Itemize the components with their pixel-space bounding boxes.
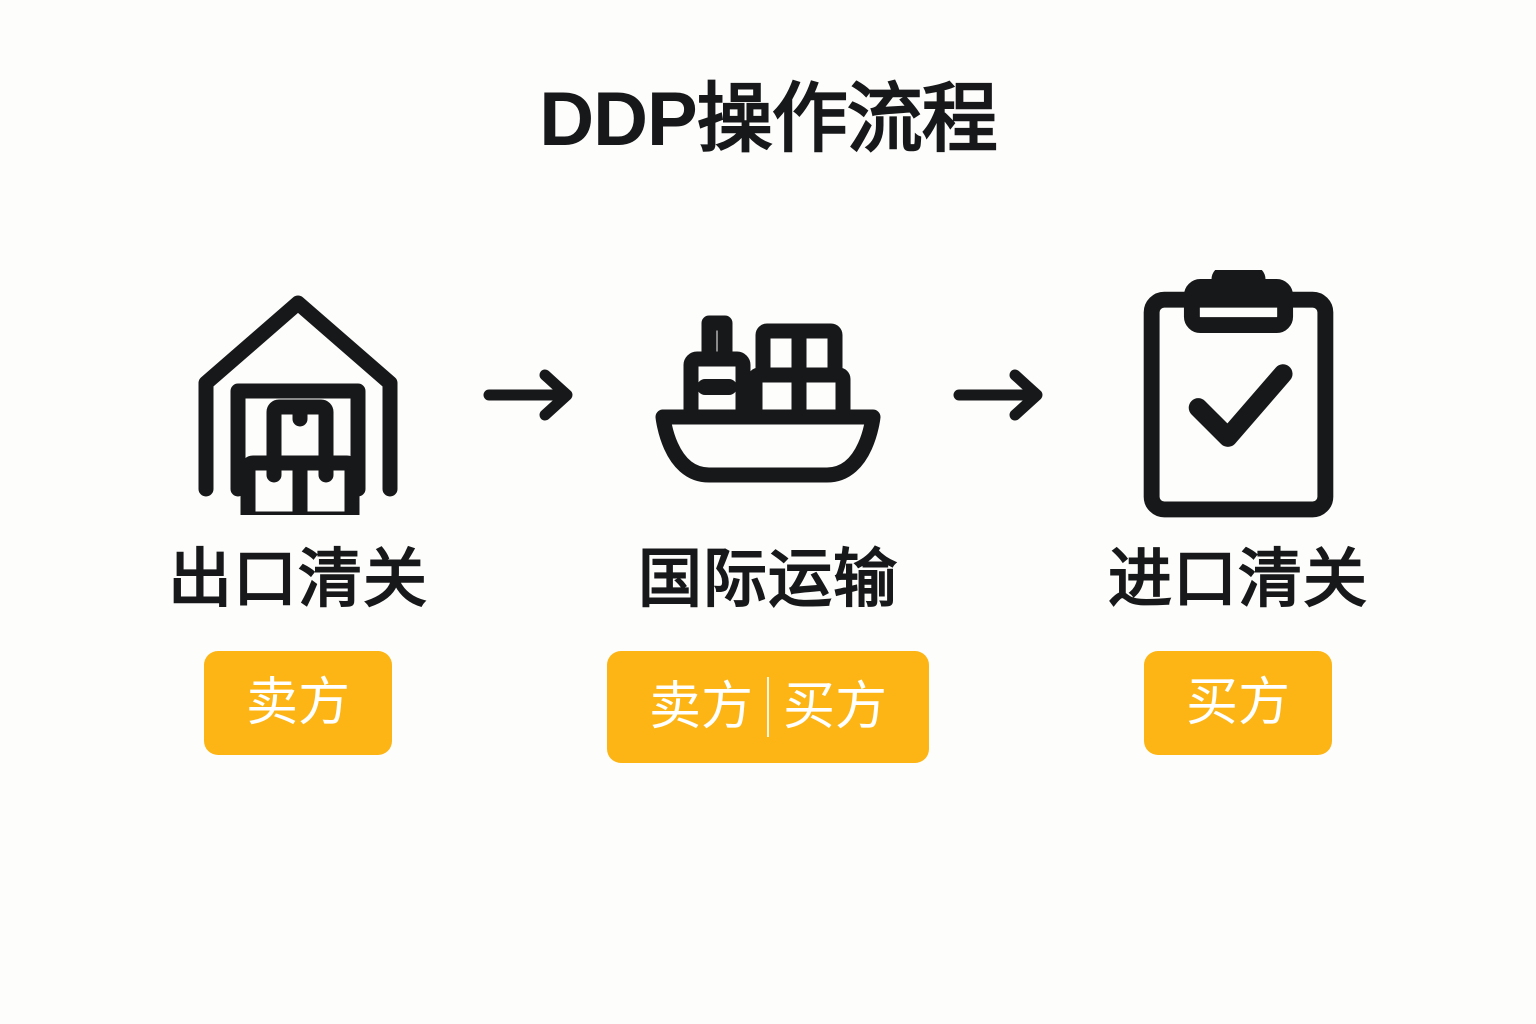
badge-divider <box>767 677 769 737</box>
clipboard-check-icon <box>1131 255 1346 535</box>
page-title: DDP操作流程 <box>539 77 997 162</box>
step-label-import-clearance: 进口清关 <box>1108 543 1368 615</box>
arrow-right-icon <box>463 255 603 535</box>
cargo-ship-icon <box>643 255 893 535</box>
ddp-flow-row: 出口清关 卖方 <box>0 255 1536 875</box>
step-label-export-clearance: 出口清关 <box>168 543 428 615</box>
badge-secondary-label: 买方 <box>783 678 888 736</box>
flow-step-import-clearance: 进口清关 买方 <box>1073 255 1403 755</box>
step-label-international-transport: 国际运输 <box>638 543 898 615</box>
arrow-right-icon <box>933 255 1073 535</box>
responsible-party-badge-import[interactable]: 买方 <box>1143 651 1332 755</box>
badge-primary-label: 卖方 <box>245 674 350 732</box>
warehouse-icon <box>178 255 418 535</box>
badge-primary-label: 买方 <box>1185 674 1290 732</box>
responsible-party-badge-export[interactable]: 卖方 <box>203 651 392 755</box>
responsible-party-badge-transport[interactable]: 卖方 买方 <box>606 651 930 763</box>
badge-primary-label: 卖方 <box>648 678 753 736</box>
flow-step-export-clearance: 出口清关 卖方 <box>133 255 463 755</box>
flow-step-international-transport: 国际运输 卖方 买方 <box>603 255 933 763</box>
